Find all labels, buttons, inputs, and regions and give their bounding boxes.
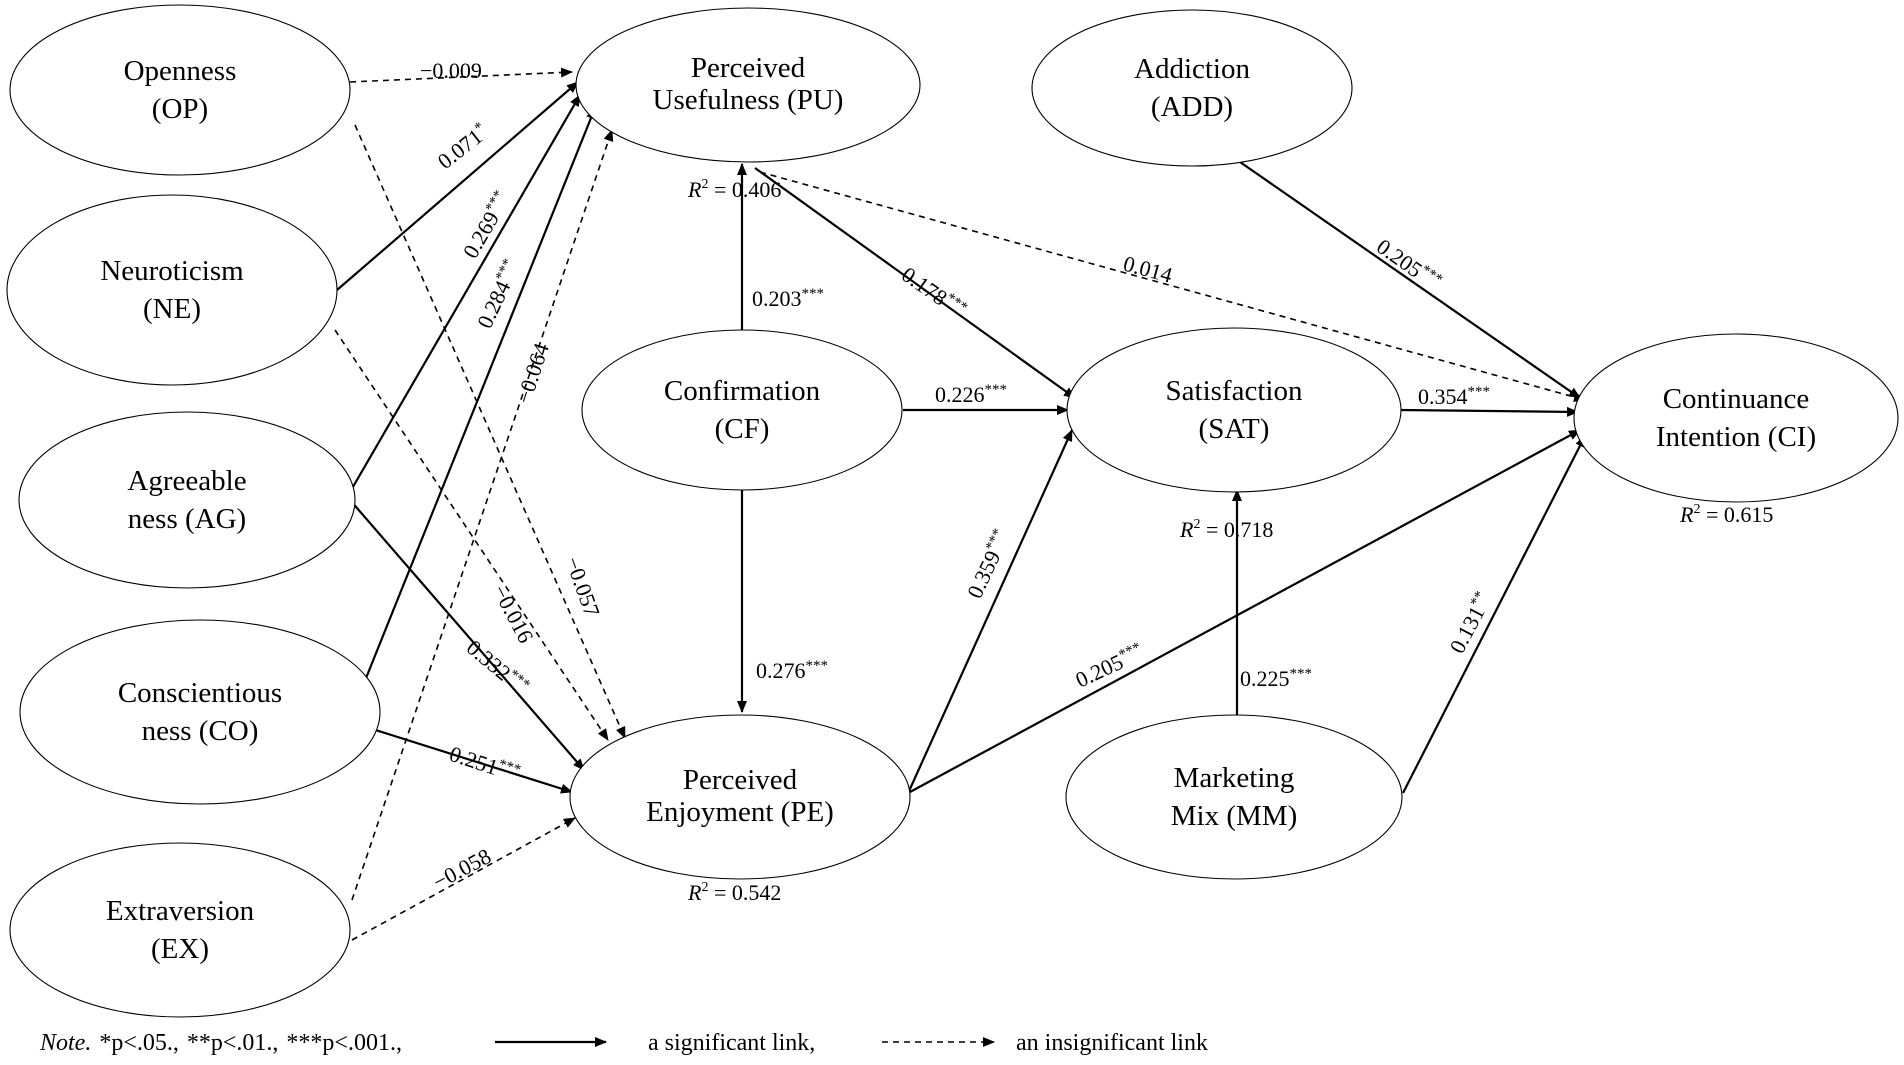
node-ci-line2: Intention (CI) xyxy=(1656,421,1816,453)
node-pe-line1: Perceived xyxy=(683,764,798,796)
edge-sat-ci xyxy=(1399,406,1579,417)
coef-ne-pu: 0.071* xyxy=(433,119,493,174)
node-add-ellipse xyxy=(1031,9,1353,167)
node-ne-line2: (NE) xyxy=(143,293,201,325)
node-co-line2: ness (CO) xyxy=(142,715,259,747)
edge-ex-pe xyxy=(351,817,576,941)
note-p01: **p<.01., xyxy=(187,1030,279,1056)
r2-layer: R2 = 0.406 R2 = 0.542 R2 = 0.718 R2 = 0.615 xyxy=(687,177,1773,905)
coef-op-pu: −0.009 xyxy=(420,58,482,83)
node-op-line2: (OP) xyxy=(152,93,208,125)
node-mm-line1: Marketing xyxy=(1174,762,1295,794)
r2-sat: R2 = 0.718 xyxy=(1179,517,1273,542)
r2-pe: R2 = 0.542 xyxy=(687,880,781,905)
coef-cf-pu: 0.203*** xyxy=(752,286,824,311)
node-pu-line2: Usefulness (PU) xyxy=(653,84,844,116)
node-add: Addiction (ADD) xyxy=(1031,9,1353,167)
r2-pu: R2 = 0.406 xyxy=(687,177,781,202)
node-sat: Satisfaction (SAT) xyxy=(1066,327,1402,493)
edge-ne-pe xyxy=(334,329,609,741)
note-p001: ***p<.001., xyxy=(286,1030,402,1056)
edge-op-pe xyxy=(354,124,626,739)
node-ag: Agreeable ness (AG) xyxy=(18,411,356,589)
edge-ag-pe xyxy=(349,499,585,771)
coef-ag-pe: 0.332*** xyxy=(462,635,533,700)
coef-cf-pe: 0.276*** xyxy=(756,658,828,683)
node-op-line1: Openness xyxy=(124,55,237,87)
edge-op-pu xyxy=(349,67,573,83)
node-sat-line1: Satisfaction xyxy=(1166,375,1303,407)
node-pu-line1: Perceived xyxy=(691,52,806,84)
node-ex-line2: (EX) xyxy=(151,933,209,965)
edge-ag-pu xyxy=(349,94,581,493)
node-pe-ellipse xyxy=(569,714,911,880)
node-ci-ellipse xyxy=(1573,333,1899,503)
coef-sat-ci: 0.354*** xyxy=(1418,384,1490,409)
node-ex-ellipse xyxy=(9,842,351,1018)
legend-insignificant-text: an insignificant link xyxy=(1016,1030,1208,1056)
node-co-ellipse xyxy=(19,619,381,805)
node-pu-ellipse xyxy=(575,7,921,163)
node-add-line2: (ADD) xyxy=(1151,91,1233,123)
coef-ag-pu: 0.269*** xyxy=(458,188,516,263)
edge-mm-ci xyxy=(1402,435,1586,794)
coef-cf-sat: 0.226*** xyxy=(935,382,1007,407)
node-ag-ellipse xyxy=(18,411,356,589)
legend-note: Note. *p<.05., **p<.01., ***p<.001., a sign… xyxy=(39,1030,1208,1056)
node-ne-line1: Neuroticism xyxy=(100,255,244,287)
node-add-line1: Addiction xyxy=(1134,53,1250,85)
node-pe-line2: Enjoyment (PE) xyxy=(646,796,834,828)
node-co-line1: Conscientious xyxy=(118,677,282,709)
node-op-ellipse xyxy=(9,4,351,176)
node-ne-ellipse xyxy=(6,194,338,386)
edge-co-pu xyxy=(348,107,597,719)
node-ag-line1: Agreeable xyxy=(127,465,246,497)
edge-pe-sat xyxy=(903,429,1074,801)
coef-add-ci: 0.205*** xyxy=(1372,234,1445,296)
coef-mm-sat: 0.225*** xyxy=(1240,666,1312,691)
coef-co-pe: 0.251*** xyxy=(446,741,522,787)
edge-add-ci xyxy=(1239,161,1581,399)
legend-significant-text: a significant link, xyxy=(648,1030,815,1056)
coef-pu-ci: 0.014 xyxy=(1121,251,1175,288)
note-p05: *p<.05., xyxy=(99,1030,179,1056)
node-mm-line2: Mix (MM) xyxy=(1171,800,1297,832)
edge-pe-ci xyxy=(909,429,1581,793)
node-cf-ellipse xyxy=(581,329,903,491)
coef-op-pe: −0.057 xyxy=(560,553,605,620)
note-label: Note. xyxy=(39,1030,91,1056)
edge-ne-pu xyxy=(336,81,579,291)
edge-co-pe xyxy=(349,720,573,794)
nodes-layer: Openness (OP) Neuroticism (NE) Agreeable ness… xyxy=(6,4,1899,1018)
edge-ex-pu xyxy=(351,129,614,901)
r2-ci: R2 = 0.615 xyxy=(1679,502,1773,527)
coef-pe-sat: 0.359*** xyxy=(962,526,1015,602)
coef-ne-pe: −0.016 xyxy=(488,581,539,647)
node-mm-ellipse xyxy=(1065,714,1403,880)
node-cf-line2: (CF) xyxy=(715,413,770,445)
node-co: Conscientious ness (CO) xyxy=(19,619,381,805)
svg-text:Note.*p<.05.,**p<.01.,***p<.00: Note. *p<.05., **p<.01., ***p<.001., xyxy=(39,1030,402,1056)
edge-pu-sat xyxy=(754,167,1076,399)
node-op: Openness (OP) xyxy=(9,4,351,176)
node-cf-line1: Confirmation xyxy=(664,375,821,407)
node-cf: Confirmation (CF) xyxy=(581,329,903,491)
coef-pu-sat: 0.178*** xyxy=(897,262,970,324)
node-sat-line2: (SAT) xyxy=(1199,413,1270,445)
node-ex: Extraversion (EX) xyxy=(9,842,351,1018)
edges-layer xyxy=(334,67,1586,941)
node-sat-ellipse xyxy=(1066,327,1402,493)
coef-ex-pu: −0.064 xyxy=(511,340,554,407)
coef-ex-pe: −0.058 xyxy=(429,843,495,894)
node-ci-line1: Continuance xyxy=(1663,383,1810,415)
node-ne: Neuroticism (NE) xyxy=(6,194,338,386)
node-ag-line2: ness (AG) xyxy=(128,503,246,535)
node-ex-line1: Extraversion xyxy=(106,895,255,927)
